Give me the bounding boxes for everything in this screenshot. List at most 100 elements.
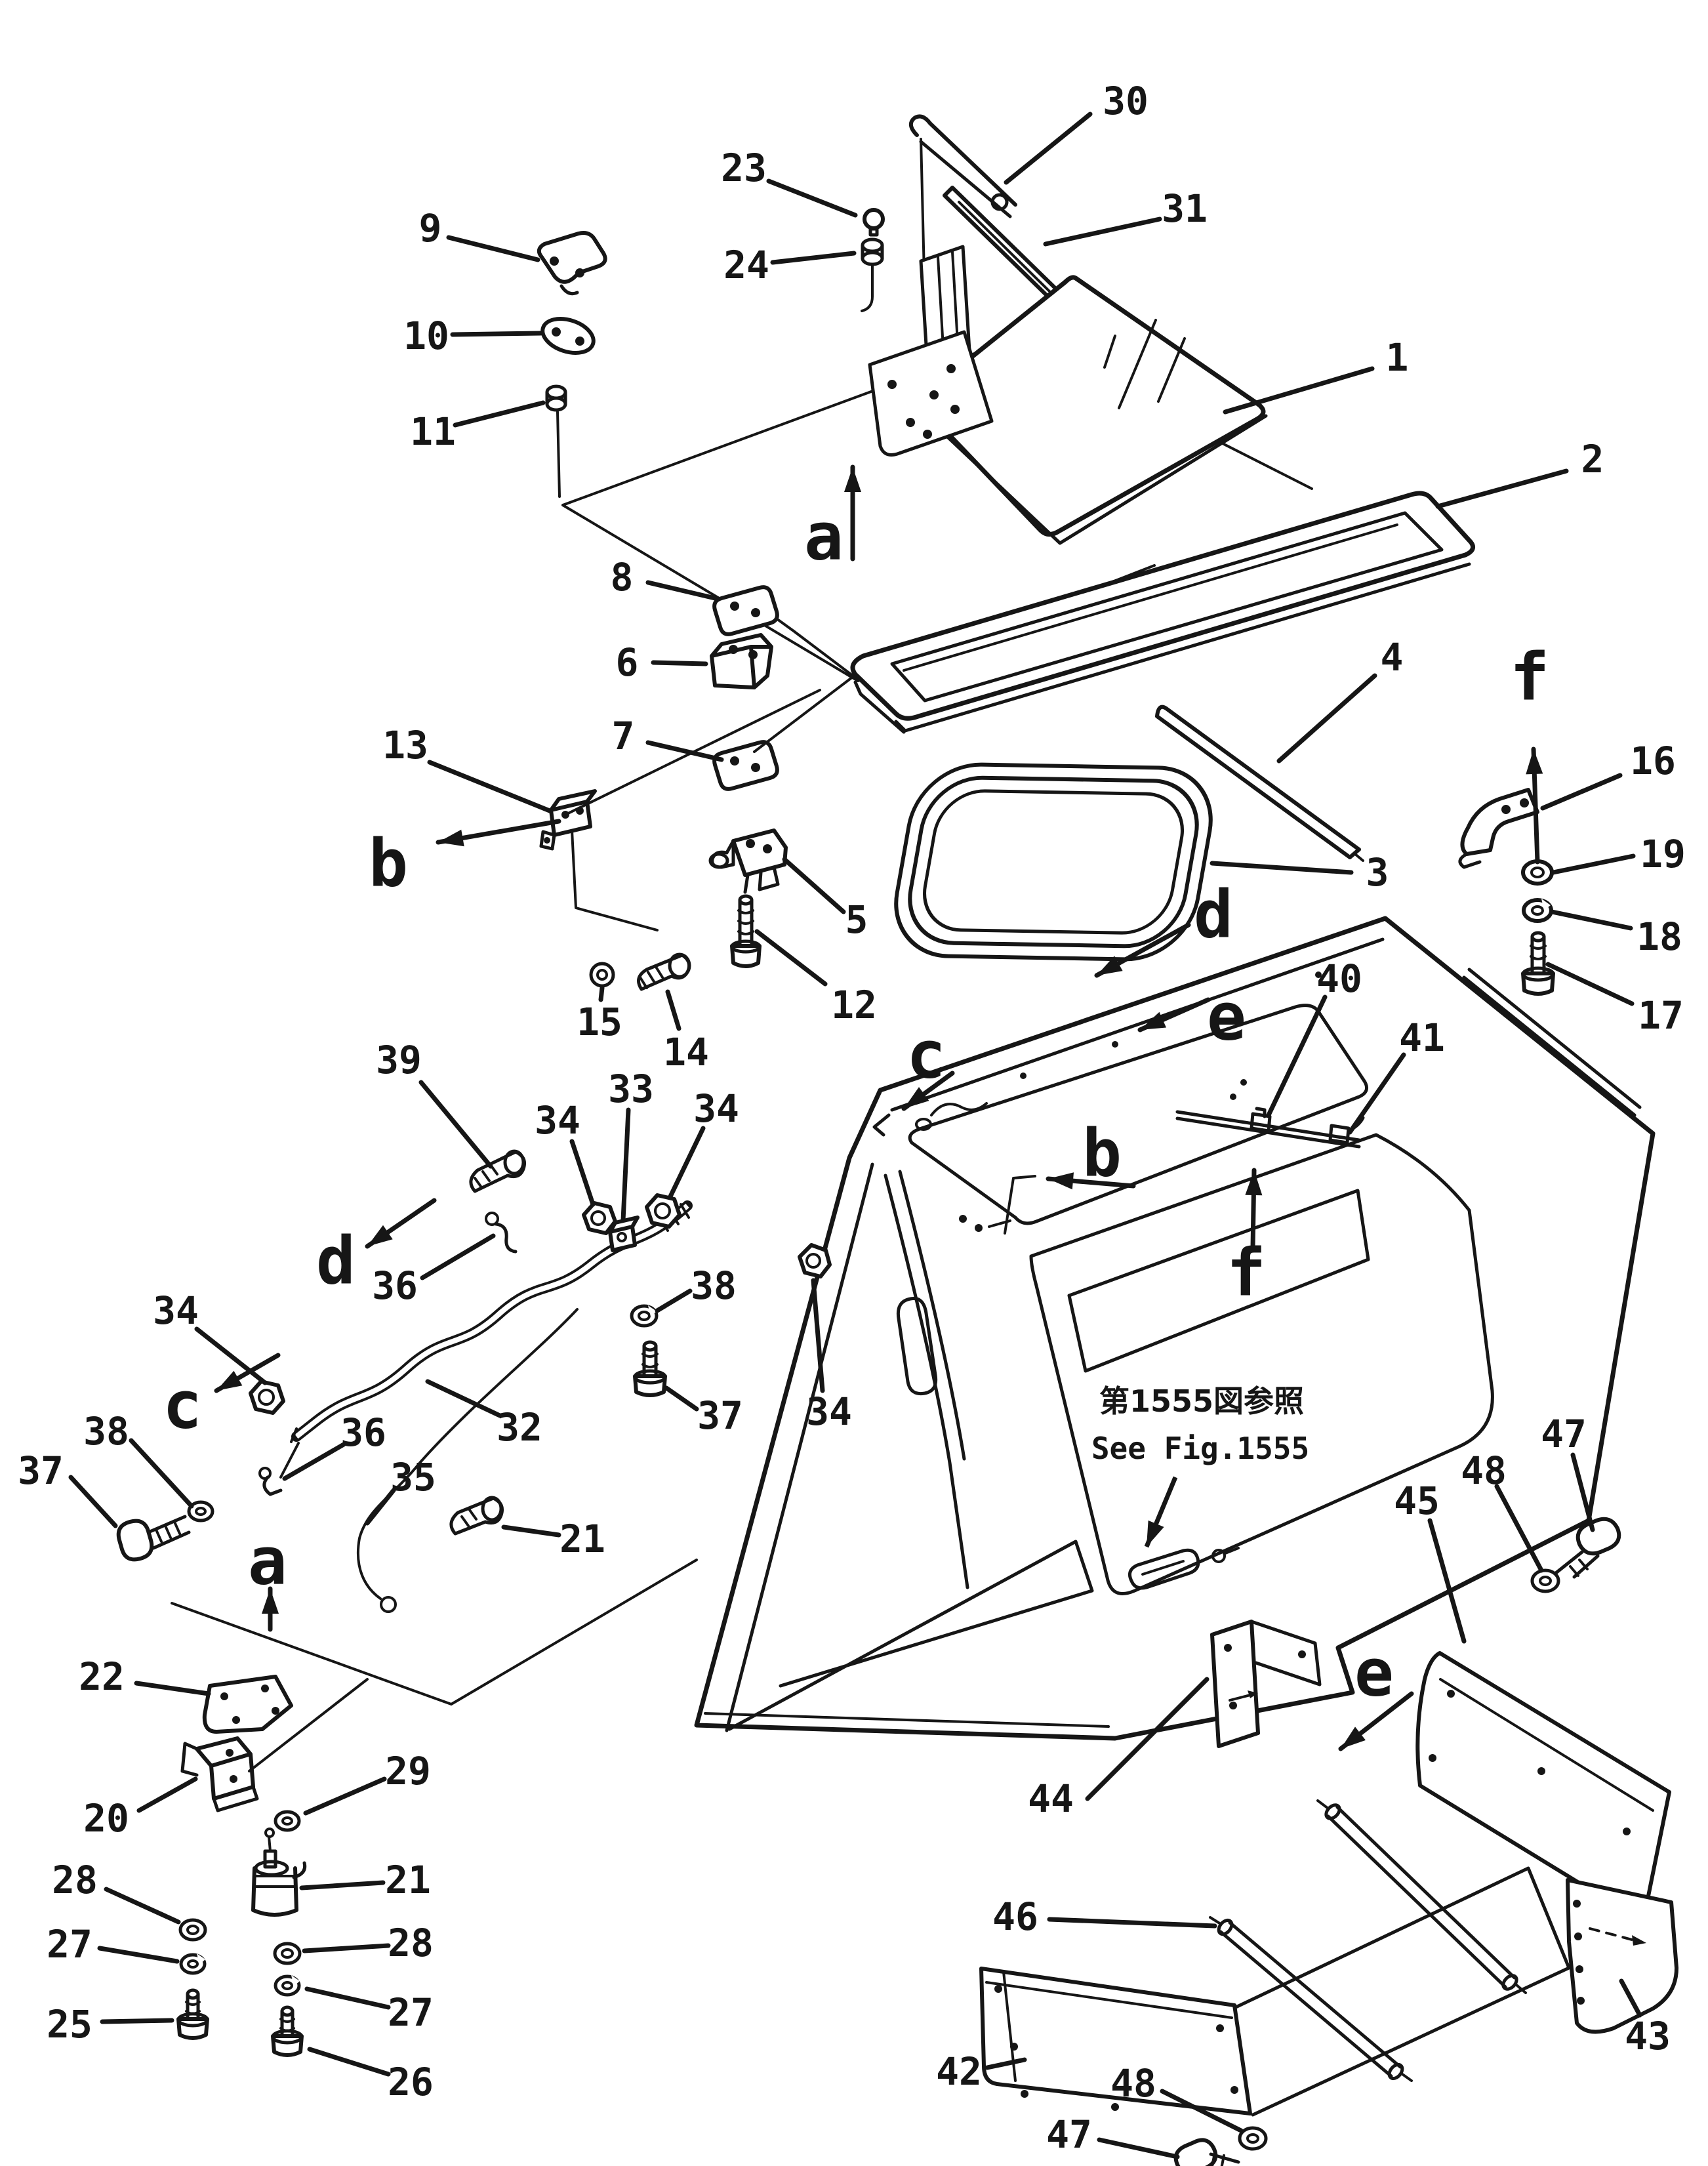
part-36-clamp-upper bbox=[485, 1212, 518, 1254]
door-outline bbox=[1029, 1133, 1494, 1595]
callout-14: 14 bbox=[663, 1030, 709, 1074]
callout-47: 47 bbox=[1541, 1412, 1587, 1456]
arrow-head bbox=[438, 829, 464, 847]
floor-plate-lines bbox=[1234, 1866, 1571, 2117]
leader-line-11 bbox=[453, 400, 546, 428]
leader-line-38 bbox=[655, 1288, 693, 1313]
leader-line-39 bbox=[418, 1080, 493, 1169]
callout-38: 38 bbox=[83, 1409, 129, 1454]
callout-28: 28 bbox=[388, 1921, 434, 1965]
part-18-lock-washer bbox=[1522, 898, 1553, 923]
leader-line-20 bbox=[136, 1776, 198, 1813]
part-27-lock-washer-left bbox=[179, 1953, 207, 1975]
b-marker-elbow bbox=[1004, 1175, 1036, 1235]
part-3-window-seal bbox=[894, 762, 1213, 962]
leader-line-42 bbox=[985, 2057, 1027, 2070]
part-11-bushing bbox=[545, 384, 567, 498]
callout-25: 25 bbox=[47, 2002, 92, 2047]
roof-rail-hook bbox=[872, 1113, 891, 1137]
part-33-clamp-block bbox=[608, 1216, 640, 1252]
part-48-washer-bottom bbox=[1238, 2126, 1268, 2151]
callout-30: 30 bbox=[1103, 79, 1149, 123]
callout-23: 23 bbox=[721, 146, 767, 190]
leader-line-31 bbox=[1043, 216, 1162, 247]
callout-48: 48 bbox=[1461, 1448, 1507, 1493]
callout-38: 38 bbox=[691, 1263, 737, 1308]
leader-line-21 bbox=[299, 1880, 386, 1890]
callout-21: 21 bbox=[559, 1517, 605, 1561]
callout-9: 9 bbox=[419, 206, 442, 251]
callout-32: 32 bbox=[497, 1405, 542, 1450]
view-marker-c: c bbox=[163, 1367, 202, 1444]
leader-line-14 bbox=[665, 989, 681, 1031]
callout-43: 43 bbox=[1625, 2014, 1671, 2058]
part-48-washer-right bbox=[1530, 1568, 1560, 1593]
leader-line-13 bbox=[427, 760, 552, 813]
part-34-nut-b bbox=[645, 1193, 681, 1229]
leader-line-28 bbox=[104, 1887, 181, 1925]
leader-line-33 bbox=[620, 1107, 631, 1223]
arrow-head bbox=[1245, 1170, 1263, 1196]
part-37-bolt-a bbox=[633, 1340, 667, 1397]
part-27-lock-washer-right bbox=[274, 1974, 301, 1997]
callout-1: 1 bbox=[1386, 335, 1409, 380]
callout-29: 29 bbox=[385, 1749, 431, 1793]
view-marker-e: e bbox=[1354, 1635, 1394, 1711]
part-6-block bbox=[710, 633, 773, 689]
leader-line-28 bbox=[302, 1943, 391, 1953]
part-31-wiper-blade bbox=[943, 186, 1068, 309]
note-japanese: 第1555図参照 bbox=[1099, 1383, 1304, 1419]
callout-28: 28 bbox=[52, 1858, 98, 1902]
part-40-latch bbox=[1250, 1107, 1272, 1133]
door-frame-edge bbox=[884, 1170, 969, 1589]
callout-36: 36 bbox=[372, 1263, 418, 1308]
leader-line-15 bbox=[598, 985, 605, 1002]
callout-34: 34 bbox=[693, 1086, 739, 1131]
part-36-clamp-lower bbox=[258, 1467, 283, 1496]
callout-10: 10 bbox=[403, 314, 449, 358]
door-handle bbox=[1128, 1548, 1200, 1590]
view-marker-d: d bbox=[316, 1223, 356, 1299]
right-face-strip bbox=[1462, 968, 1642, 1117]
leader-line-27 bbox=[304, 1986, 391, 2010]
arrow-head bbox=[216, 1370, 243, 1391]
part-39-bolt bbox=[469, 1149, 526, 1193]
leader-line-27 bbox=[97, 1946, 180, 1964]
leader-line-16 bbox=[1540, 773, 1623, 811]
cab-body bbox=[694, 916, 1656, 1741]
leader-line-23 bbox=[766, 178, 858, 218]
part-47-bolt-right bbox=[1554, 1517, 1621, 1579]
leader-line-30 bbox=[1004, 112, 1093, 185]
callout-36: 36 bbox=[340, 1410, 386, 1455]
callout-12: 12 bbox=[831, 983, 877, 1027]
a-pillar-inner bbox=[725, 1162, 874, 1732]
callout-8: 8 bbox=[611, 555, 634, 600]
leader-line-19 bbox=[1551, 853, 1636, 875]
leader-line-35 bbox=[365, 1488, 396, 1526]
leader-line-41 bbox=[1347, 1052, 1406, 1135]
callout-45: 45 bbox=[1394, 1479, 1440, 1523]
leader-line-40 bbox=[1266, 994, 1328, 1118]
callout-15: 15 bbox=[577, 1000, 622, 1044]
callout-47: 47 bbox=[1046, 2112, 1092, 2157]
leader-line-47 bbox=[1097, 2137, 1180, 2159]
arrow-head bbox=[904, 1087, 929, 1109]
leader-line-12 bbox=[754, 929, 828, 987]
leader-line-32 bbox=[425, 1379, 502, 1418]
callout-17: 17 bbox=[1638, 993, 1684, 1038]
part-34-pillar-nut bbox=[798, 1243, 832, 1278]
callout-20: 20 bbox=[83, 1796, 129, 1841]
leader-line-8 bbox=[645, 580, 718, 601]
leader-line-6 bbox=[651, 660, 708, 666]
part-9-hinge-plate bbox=[537, 231, 607, 296]
leader-line-2 bbox=[1435, 468, 1569, 509]
callout-48: 48 bbox=[1110, 2061, 1156, 2106]
leader-line-24 bbox=[770, 251, 857, 265]
arrow-head bbox=[367, 1225, 393, 1246]
callout-34: 34 bbox=[806, 1389, 852, 1434]
leader-line-45 bbox=[1427, 1518, 1467, 1644]
roof-rail-inner-line bbox=[890, 937, 1385, 1112]
leader-line-21 bbox=[501, 1524, 561, 1538]
leader-line-26 bbox=[307, 2047, 391, 2077]
part-23-knob bbox=[863, 208, 885, 237]
